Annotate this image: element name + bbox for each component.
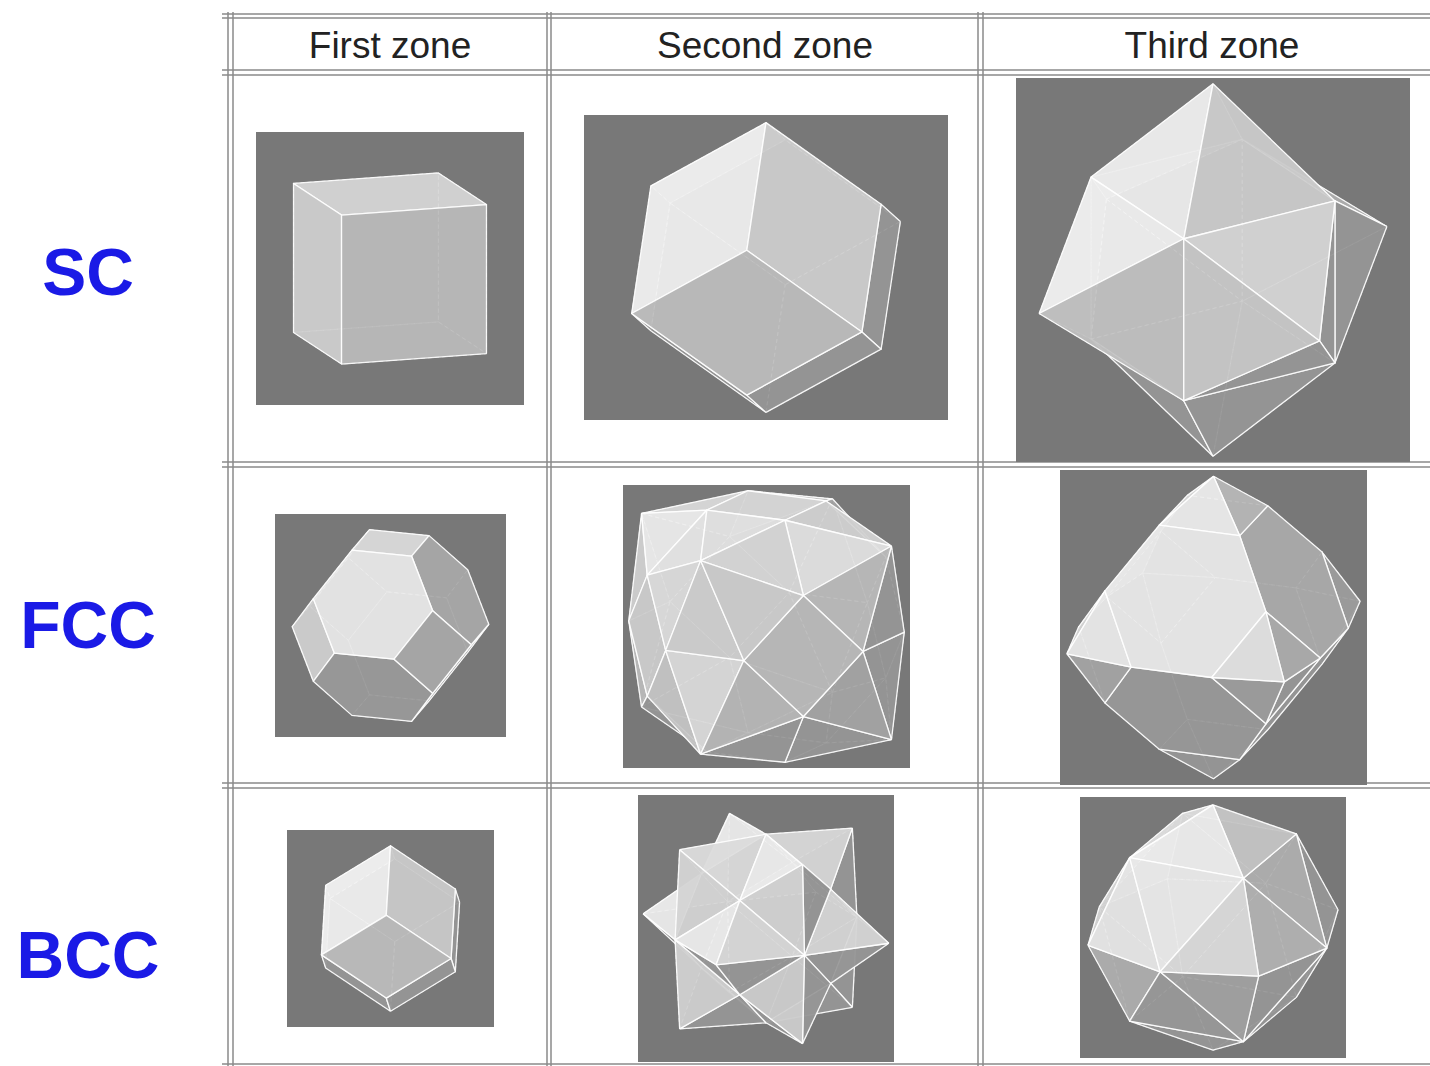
- panel-ground: [1060, 470, 1367, 785]
- zone-panel: [623, 485, 910, 768]
- zone-face: [716, 900, 804, 964]
- grid-line: [977, 12, 979, 1066]
- zone-panel: [584, 115, 948, 420]
- zone-panels: [256, 78, 1410, 1062]
- brillouin-zone-polyhedron: [632, 123, 901, 413]
- column-header: Third zone: [1125, 27, 1300, 64]
- brillouin-zone-polyhedron: [1067, 476, 1360, 778]
- panel-ground: [275, 514, 506, 737]
- brillouin-zone-polyhedron: [1039, 84, 1387, 456]
- zone-face: [803, 864, 831, 955]
- brillouin-zone-polyhedron: [643, 813, 889, 1043]
- panel-ground: [584, 115, 948, 420]
- zone-panel: [256, 132, 524, 405]
- panel-ground: [287, 830, 494, 1027]
- zone-face: [632, 250, 862, 395]
- brillouin-zone-polyhedron: [321, 846, 459, 1011]
- panel-ground: [623, 485, 910, 768]
- grid-line: [227, 12, 229, 1066]
- zone-face: [394, 611, 471, 694]
- zone-panel: [1016, 78, 1410, 462]
- grid-line: [222, 787, 1430, 789]
- panel-ground: [1080, 797, 1346, 1058]
- zone-face: [1160, 878, 1259, 976]
- zone-face: [1184, 239, 1320, 401]
- column-header: Second zone: [657, 27, 873, 64]
- zone-face: [342, 205, 487, 364]
- brillouin-zone-polyhedron: [1088, 805, 1338, 1050]
- row-label: BCC: [17, 922, 160, 988]
- zone-panel: [275, 514, 506, 737]
- zone-face: [321, 915, 451, 998]
- zone-face: [294, 183, 342, 364]
- brillouin-zone-polyhedron: [292, 530, 489, 722]
- grid-line: [222, 466, 1430, 468]
- zone-face: [1212, 678, 1285, 724]
- zone-face: [701, 561, 804, 661]
- panel-ground: [1016, 78, 1410, 462]
- panel-ground: [638, 795, 894, 1062]
- grid-line: [222, 1063, 1430, 1065]
- table-grid: [222, 12, 1430, 1066]
- zone-face: [803, 955, 831, 1043]
- grid-line: [222, 13, 1430, 15]
- row-label: FCC: [20, 592, 156, 658]
- zone-panel: [1060, 470, 1367, 785]
- grid-line: [222, 17, 1430, 19]
- zone-panel: [1080, 797, 1346, 1058]
- zone-face: [1212, 612, 1285, 682]
- brillouin-zone-polyhedron: [629, 491, 905, 763]
- brillouin-zone-polyhedron: [294, 173, 487, 364]
- grid-line: [546, 12, 548, 1066]
- zone-panel: [287, 830, 494, 1027]
- grid-line: [550, 12, 552, 1066]
- grid-line: [222, 74, 1430, 76]
- zone-panel: [638, 795, 894, 1062]
- zone-face: [1039, 239, 1184, 401]
- row-label: SC: [42, 239, 134, 305]
- panel-ground: [256, 132, 524, 405]
- grid-line: [222, 69, 1430, 71]
- column-header: First zone: [309, 27, 471, 64]
- grid-line: [982, 12, 984, 1066]
- zone-face: [1160, 972, 1259, 1042]
- grid-line: [232, 12, 234, 1066]
- zone-face: [1335, 201, 1387, 363]
